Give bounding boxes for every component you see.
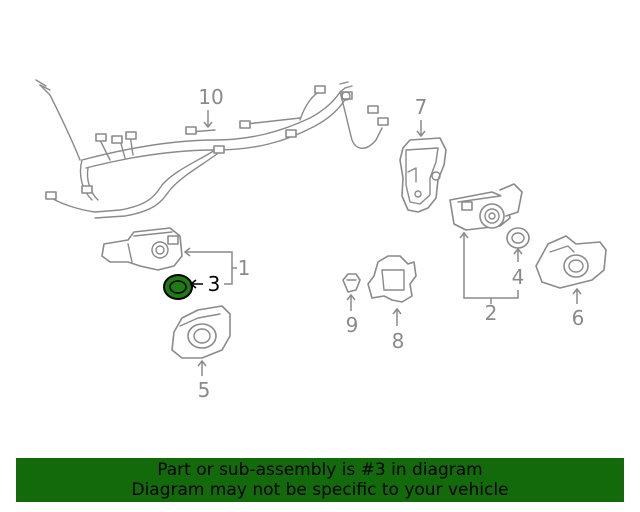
leader-arrow-5 — [197, 359, 207, 367]
leader-arrow-4 — [513, 247, 523, 255]
leader-arrow-7 — [416, 130, 426, 138]
callout-2: 2 — [485, 301, 498, 325]
parts-diagram: 10 7 4 2 6 — [35, 79, 607, 402]
leader-arrow-1 — [183, 247, 191, 257]
callout-10: 10 — [198, 85, 223, 109]
leader-arrow-10 — [203, 121, 213, 129]
banner-line-part-number: Part or sub-assembly is #3 in diagram — [157, 460, 483, 480]
leader-arrow-8 — [392, 307, 402, 315]
leader-arrow-3 — [189, 279, 203, 289]
callout-3[interactable]: 3 — [208, 272, 221, 296]
ring-part-3-highlighted[interactable] — [163, 274, 193, 300]
bracket-part-7 — [399, 137, 447, 213]
wire-harness-part-10 — [35, 79, 389, 219]
leader-arrow-2 — [459, 231, 469, 239]
callout-6: 6 — [572, 306, 585, 330]
sensor-part-1 — [101, 227, 183, 271]
callout-1: 1 — [238, 256, 251, 280]
retainer-part-8 — [367, 255, 417, 303]
leader-arrow-9 — [346, 293, 356, 301]
clip-part-9 — [342, 273, 361, 293]
banner-line-disclaimer: Diagram may not be specific to your vehi… — [131, 480, 509, 500]
leader-arrow-6 — [572, 287, 582, 295]
ring-part-4 — [506, 227, 530, 249]
callout-8: 8 — [392, 329, 405, 353]
bezel-part-5 — [171, 305, 231, 359]
diagram-notice-banner: Part or sub-assembly is #3 in diagram Di… — [16, 458, 624, 502]
sensor-part-2 — [449, 183, 523, 231]
callout-7: 7 — [415, 95, 428, 119]
callout-5: 5 — [198, 378, 211, 402]
callout-4: 4 — [512, 265, 525, 289]
bezel-part-6 — [535, 235, 607, 289]
callout-9: 9 — [346, 313, 359, 337]
